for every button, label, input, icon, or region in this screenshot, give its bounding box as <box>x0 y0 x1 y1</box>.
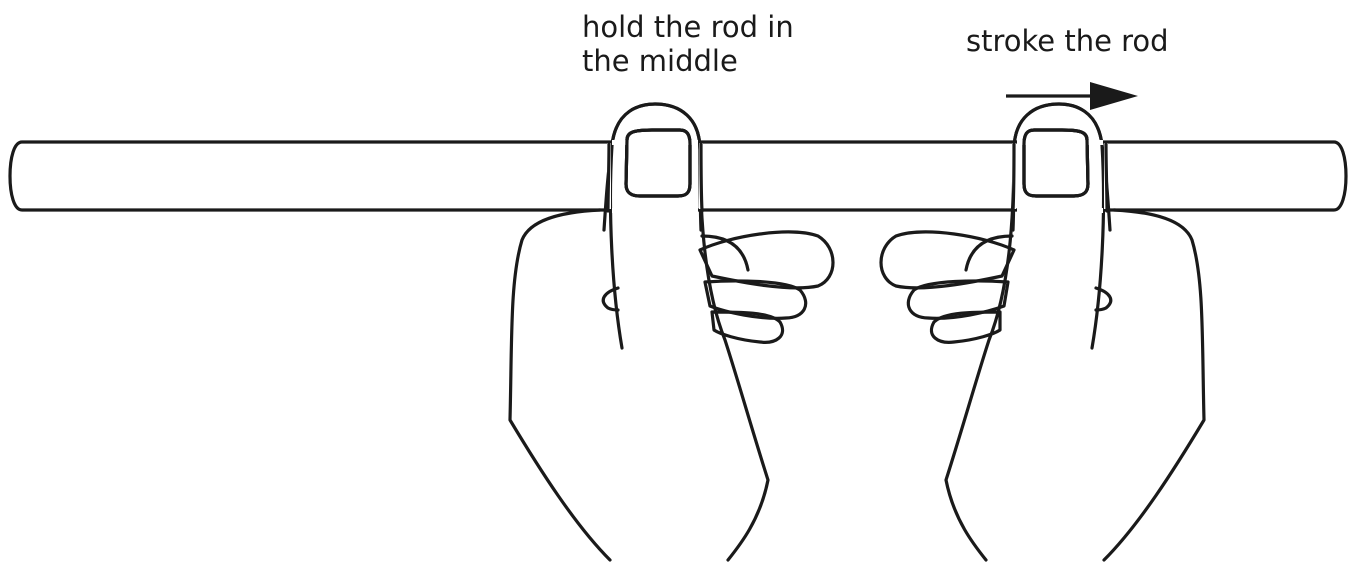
hold-instruction-line2: the middle <box>582 44 738 78</box>
left-hand-palm-outline <box>510 210 610 560</box>
right-hand-curled-fingers <box>881 232 1111 342</box>
left-hand <box>510 104 833 560</box>
rod <box>10 142 1346 210</box>
stroke-instruction: stroke the rod <box>966 24 1169 58</box>
left-hand-curled-fingers <box>603 232 833 342</box>
right-hand-palm-outline <box>1104 210 1204 560</box>
right-hand <box>881 104 1204 560</box>
hold-instruction-line1: hold the rod in <box>582 10 794 44</box>
